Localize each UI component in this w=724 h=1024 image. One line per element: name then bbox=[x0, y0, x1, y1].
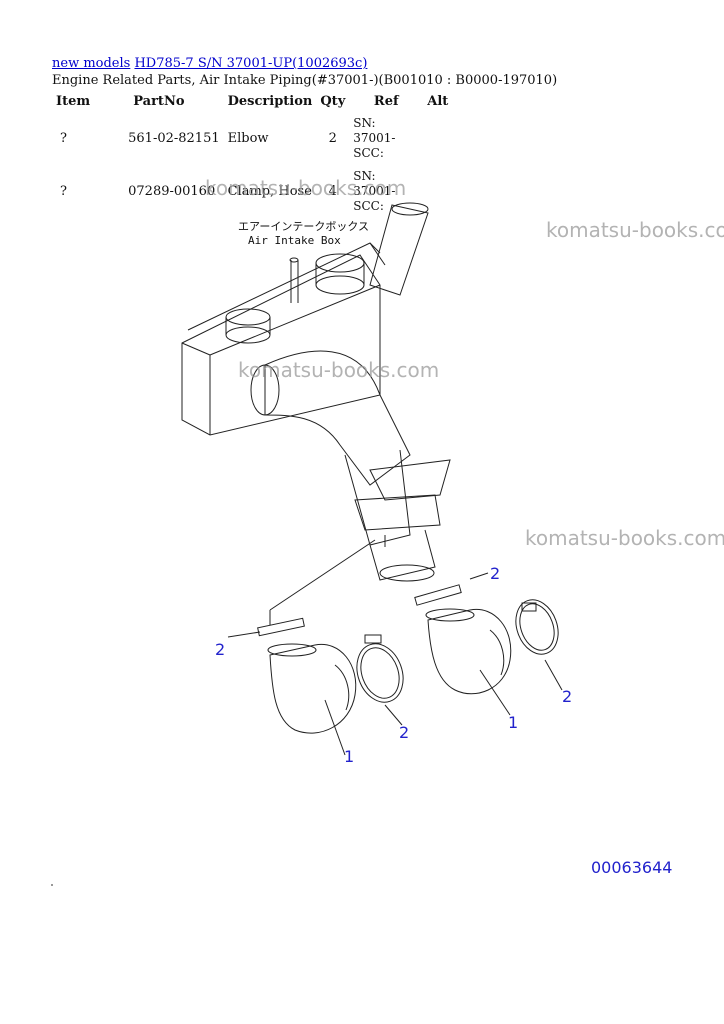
breadcrumb-link-model[interactable]: HD785-7 S/N 37001-UP(1002693c) bbox=[134, 56, 368, 71]
breadcrumb-link-new-models[interactable]: new models bbox=[52, 56, 131, 71]
callout-1: 1 bbox=[344, 747, 354, 766]
cell-partno: 561-02-82151 bbox=[128, 131, 220, 146]
watermark: komatsu-books.com bbox=[525, 526, 724, 550]
table-header-row: Item PartNo Description Qty Ref Alt bbox=[52, 91, 452, 112]
header-partno: PartNo bbox=[133, 94, 185, 109]
cell-description: Clamp, Hose bbox=[227, 184, 312, 199]
air-intake-diagram: エアーインテークボックス Air Intake Box 2 2 2 2 1 1 bbox=[181, 202, 572, 766]
header-description: Description bbox=[227, 94, 313, 109]
watermark: komatsu-books.com bbox=[205, 176, 407, 200]
callout-1: 1 bbox=[508, 713, 518, 732]
cell-partno: 07289-00160 bbox=[128, 184, 216, 199]
watermark: komatsu-books.com bbox=[546, 218, 724, 242]
diagram-label-en: Air Intake Box bbox=[248, 234, 341, 247]
header-alt: Alt bbox=[427, 94, 449, 109]
callout-2: 2 bbox=[399, 723, 409, 742]
diagram-label-jp: エアーインテークボックス bbox=[238, 220, 369, 233]
header-qty: Qty bbox=[320, 94, 346, 109]
watermark: komatsu-books.com bbox=[238, 358, 440, 382]
callout-2: 2 bbox=[490, 564, 500, 583]
cell-ref: SN: 37001-SCC: bbox=[353, 169, 396, 213]
clamps-and-elbows bbox=[227, 572, 563, 756]
cell-qty: 2 bbox=[328, 131, 337, 146]
cell-item: ? bbox=[60, 184, 67, 199]
callout-2: 2 bbox=[215, 640, 225, 659]
page-subtitle: Engine Related Parts, Air Intake Piping(… bbox=[52, 73, 558, 88]
stray-dot bbox=[51, 884, 53, 886]
breadcrumb: new models HD785-7 S/N 37001-UP(1002693c… bbox=[52, 56, 367, 71]
cell-qty: 4 bbox=[328, 184, 337, 199]
header-item: Item bbox=[56, 94, 91, 109]
callout-2: 2 bbox=[562, 687, 572, 706]
diagram-linework bbox=[181, 202, 451, 625]
figure-number: 00063644 bbox=[591, 858, 673, 877]
parts-table: Item PartNo Description Qty Ref Alt ? 56… bbox=[52, 91, 452, 218]
cell-item: ? bbox=[60, 131, 67, 146]
header-ref: Ref bbox=[373, 94, 399, 109]
cell-alt bbox=[423, 112, 452, 165]
table-row: ? 07289-00160 Clamp, Hose 4 SN: 37001-SC… bbox=[52, 165, 452, 218]
table-row: ? 561-02-82151 Elbow 2 SN: 37001-SCC: bbox=[52, 112, 452, 165]
cell-description: Elbow bbox=[227, 131, 269, 146]
cell-ref: SN: 37001-SCC: bbox=[353, 116, 396, 160]
